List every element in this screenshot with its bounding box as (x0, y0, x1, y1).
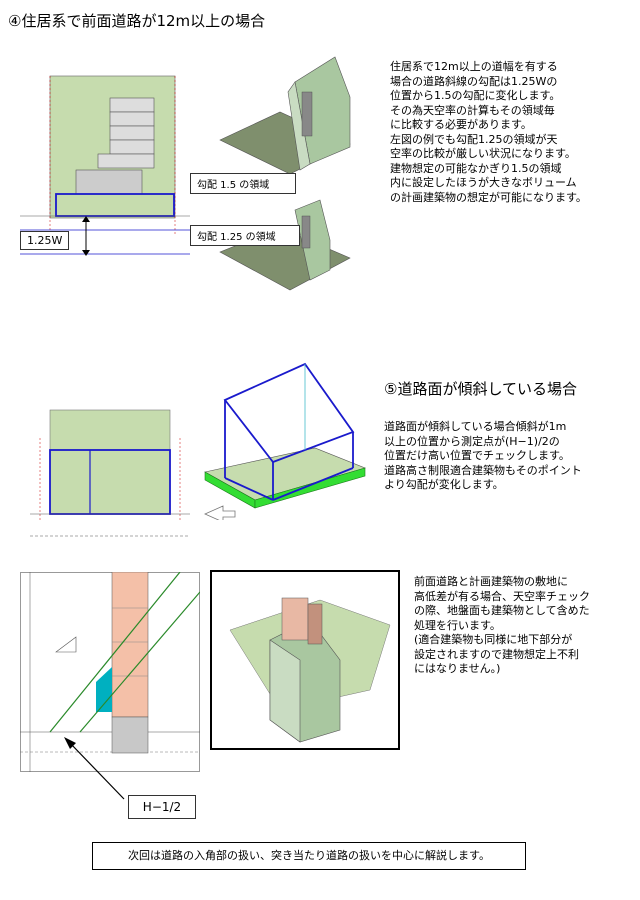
s5-line: 位置だけ高い位置でチェックします。 (384, 449, 570, 462)
s4-line: 左図の例でも勾配1.25の領域が天 (390, 132, 558, 146)
s4-line: その為天空率の計算もその領域毎 (390, 103, 555, 117)
section5-title: ⑤道路面が傾斜している場合 (384, 380, 577, 398)
s5-line: 道路面が傾斜している場合傾斜が1m (384, 420, 567, 433)
s4-line: の計画建築物の想定が可能になります。 (390, 190, 587, 204)
section5-3d-slope (204, 362, 366, 520)
footer-next-topic: 次回は道路の入角部の扱い、突き当たり道路の扱いを中心に解説します。 (92, 842, 526, 870)
s5-line: より勾配が変化します。 (384, 478, 504, 491)
s6-line: 設定されますので建物想定上不利 (414, 647, 579, 661)
s5-line: 道路高さ制限適合建築物もそのポイント (384, 463, 582, 477)
section4-site-plan (20, 75, 190, 256)
label-1-25w: 1.25W (20, 231, 70, 250)
s4-line: 位置から1.5の勾配に変化します。 (390, 89, 561, 102)
s6-line: の際、地盤面も建築物として含めた (414, 604, 590, 617)
section4-description: 住居系で12m以上の道幅を有する 場合の道路斜線の勾配は1.25Wの 位置から1… (390, 60, 587, 205)
s6-line: にはなりません。) (414, 662, 501, 675)
section4-title: ④住居系で前面道路が12m以上の場合 (8, 12, 266, 30)
section6-3d-view (210, 570, 400, 750)
s4-line: 空率の比較が厳しい状況になります。 (390, 147, 576, 160)
section4-3d-upper (219, 56, 351, 175)
section6-description: 前面道路と計画建築物の敷地に 高低差が有る場合、天空率チェック の際、地盤面も建… (414, 575, 590, 677)
section6-section-diagram (20, 572, 200, 772)
s6-line: 前面道路と計画建築物の敷地に (414, 575, 568, 588)
s5-line: 以上の位置から測定点が(H−1)/2の (384, 434, 560, 448)
s4-line: 場合の道路斜線の勾配は1.25Wの (390, 74, 558, 88)
arrow-to-h-label (64, 737, 125, 800)
s6-line: 高低差が有る場合、天空率チェック (414, 589, 590, 603)
s4-line: 内に設定したほうが大きなボリューム (390, 176, 577, 189)
label-gradient-1-5: 勾配 1.5 の領域 (190, 173, 296, 194)
section5-description: 道路面が傾斜している場合傾斜が1m 以上の位置から測定点が(H−1)/2の 位置… (384, 420, 582, 493)
section5-site-plan (30, 409, 190, 537)
label-gradient-1-25: 勾配 1.25 の領域 (190, 225, 300, 246)
s6-line: 処理を行います。 (414, 618, 501, 632)
s4-line: 住居系で12m以上の道幅を有する (390, 60, 558, 73)
s4-line: 建物想定の可能なかぎり1.5の領域 (390, 161, 562, 175)
label-h-minus-1-half: H−1/2 (128, 795, 196, 819)
s4-line: に比較する必要があります。 (390, 118, 532, 131)
s6-line: (適合建築物も同様に地下部分が (414, 633, 573, 646)
